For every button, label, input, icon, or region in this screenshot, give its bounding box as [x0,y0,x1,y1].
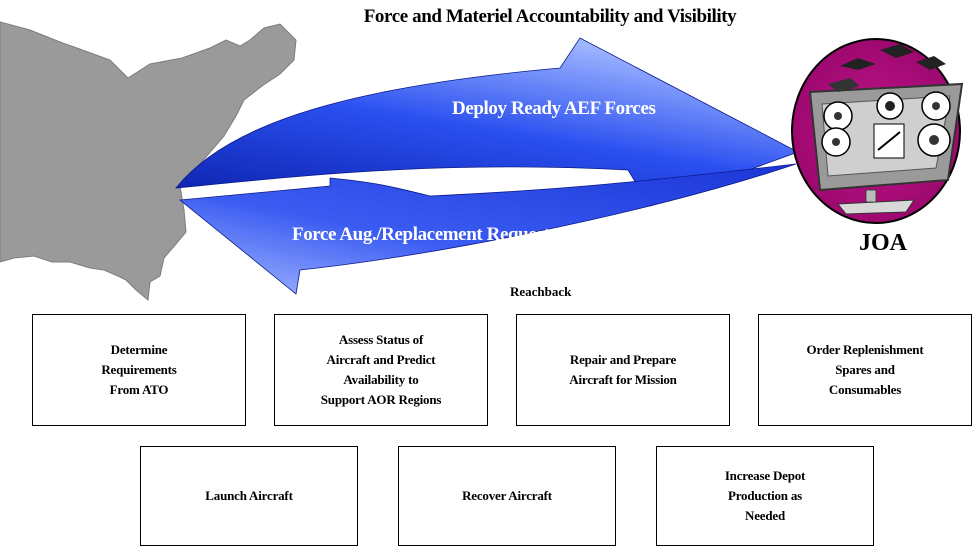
process-box-launch-aircraft: Launch Aircraft [140,446,358,546]
process-box-label: Determine Requirements From ATO [101,342,177,397]
us-map-silhouette [0,21,297,301]
process-box-assess-status: Assess Status of Aircraft and Predict Av… [274,314,488,426]
deploy-arrow-label: Deploy Ready AEF Forces [452,98,656,119]
process-box-repair-prepare: Repair and Prepare Aircraft for Mission [516,314,730,426]
process-box-increase-depot: Increase Depot Production as Needed [656,446,874,546]
joa-label: JOA [859,230,907,256]
diagram-title: Force and Materiel Accountability and Vi… [363,6,737,27]
process-box-label: Order Replenishment Spares and Consumabl… [806,342,924,397]
joa-theater-icon [791,38,964,224]
process-box-label: Increase Depot Production as Needed [724,468,806,523]
request-arrow [178,163,797,295]
request-arrow-label: Force Aug./Replacement Requests [292,224,557,245]
process-box-label: Repair and Prepare Aircraft for Mission [569,352,677,387]
process-box-determine-requirements: Determine Requirements From ATO [32,314,246,426]
process-box-recover-aircraft: Recover Aircraft [398,446,616,546]
process-box-label: Recover Aircraft [462,488,552,503]
process-box-order-replenishment: Order Replenishment Spares and Consumabl… [758,314,972,426]
reachback-label: Reachback [510,284,572,299]
process-box-label: Assess Status of Aircraft and Predict Av… [320,332,442,407]
process-box-label: Launch Aircraft [205,488,293,503]
